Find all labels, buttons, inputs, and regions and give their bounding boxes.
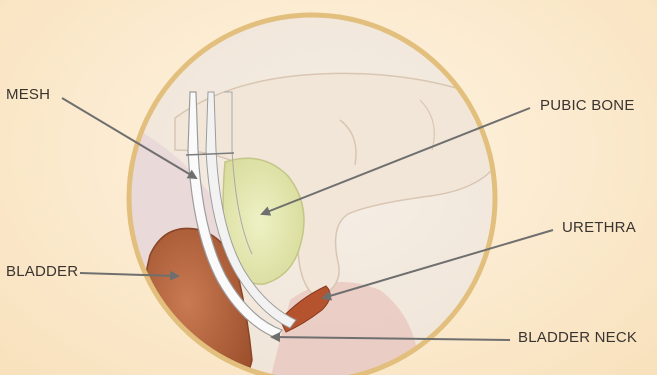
bladder-neck-label: BLADDER NECK (518, 329, 637, 346)
mesh-label: MESH (6, 86, 50, 103)
pubic-bone-label: PUBIC BONE (540, 97, 635, 114)
urethra-label: URETHRA (562, 219, 636, 236)
bladder-label: BLADDER (6, 263, 78, 280)
anatomy-circle (100, 0, 530, 375)
